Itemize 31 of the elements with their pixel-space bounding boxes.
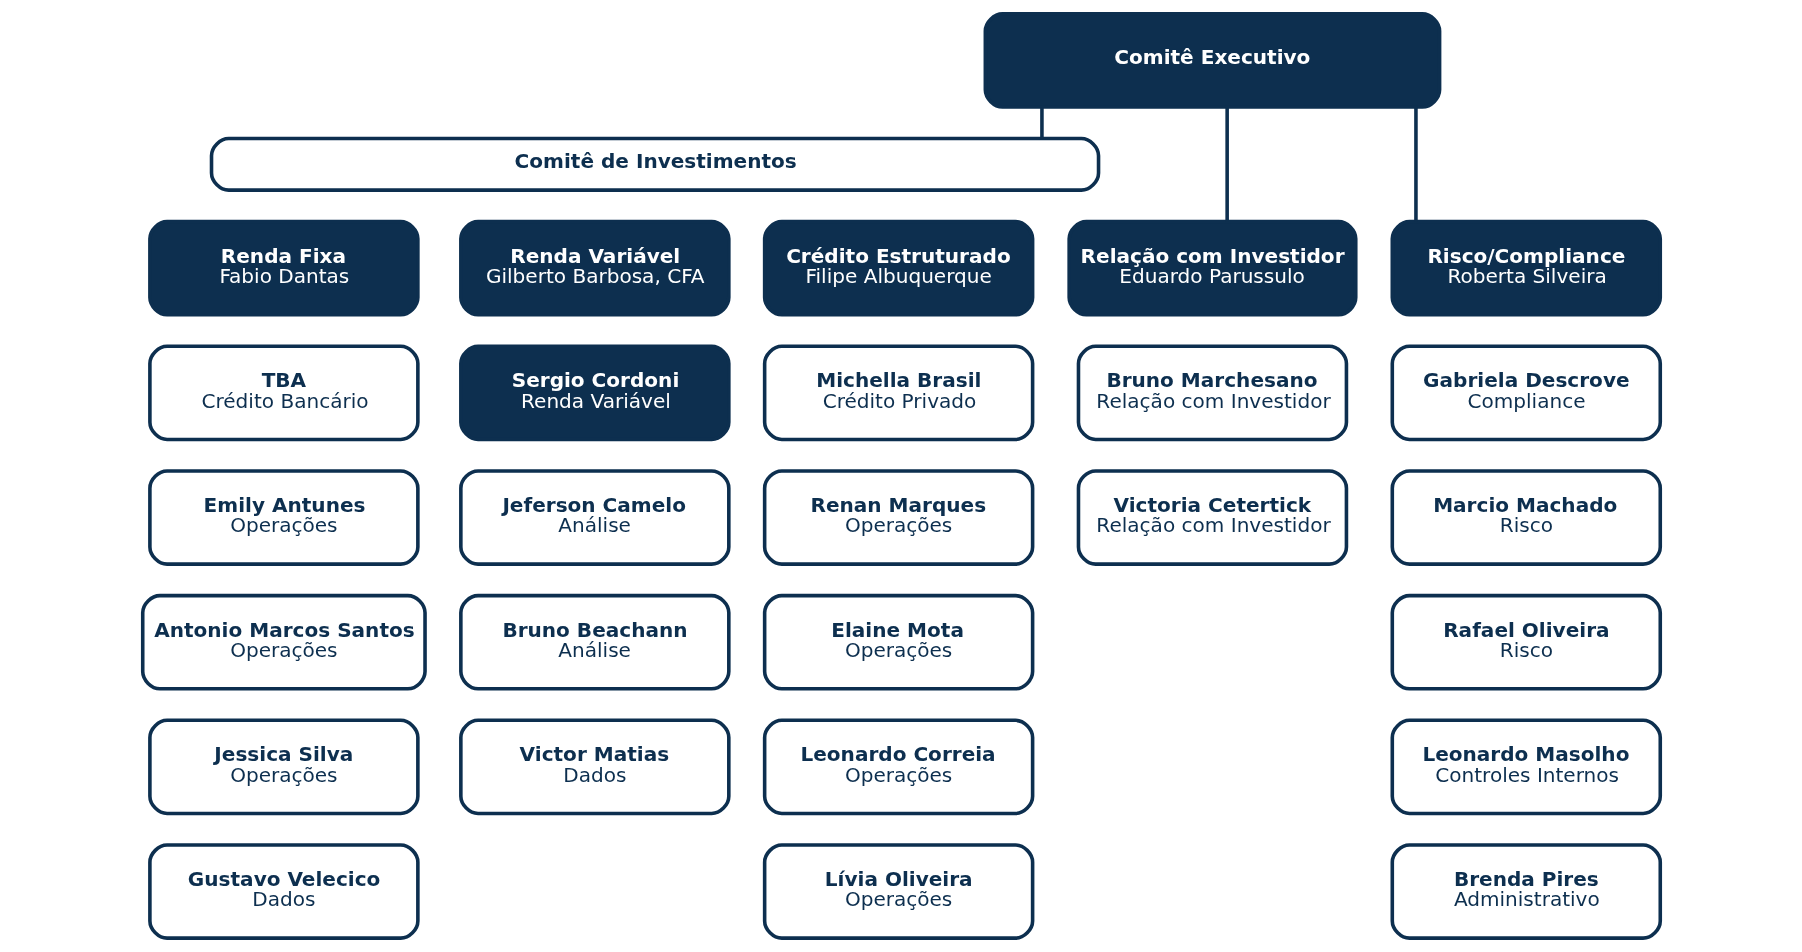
connector: [1413, 107, 1418, 222]
node-box: Risco/Compliance Roberta Silveira: [1390, 219, 1662, 317]
node-box: Renan Marques Operações: [762, 469, 1034, 566]
node-box: Comitê de Investimentos: [209, 136, 1100, 192]
node-box: Rafael Oliveira Risco: [1390, 593, 1662, 691]
node-box: Bruno Marchesano Relação com Investidor: [1076, 344, 1348, 442]
node-box: Sergio Cordoni Renda Variável: [458, 344, 731, 442]
connector: [1224, 107, 1229, 222]
node-box: Elaine Mota Operações: [762, 593, 1034, 691]
node-box: Gustavo Velecico Dados: [147, 843, 420, 940]
node-box: Relação com Investidor Eduardo Parussulo: [1066, 219, 1358, 317]
node-box: Leonardo Masolho Controles Internos: [1390, 718, 1662, 816]
node-box: Renda Fixa Fabio Dantas: [147, 219, 420, 317]
node-box: Bruno Beachann Análise: [458, 593, 731, 691]
node-box: TBA Crédito Bancário: [147, 344, 420, 442]
node-box: Brenda Pires Administrativo: [1390, 843, 1662, 940]
node-box: Antonio Marcos Santos Operações: [140, 593, 427, 691]
node-box: Victor Matias Dados: [458, 718, 731, 816]
node-box: Marcio Machado Risco: [1390, 469, 1662, 566]
node-box: Crédito Estruturado Filipe Albuquerque: [762, 219, 1034, 317]
node-box: Gabriela Descrove Compliance: [1390, 344, 1662, 442]
connector: [1039, 107, 1044, 139]
node-box: Victoria Cetertick Relação com Investidor: [1076, 469, 1348, 566]
node-box: Jeferson Camelo Análise: [458, 469, 731, 566]
node-box: Leonardo Correia Operações: [762, 718, 1034, 816]
node-box: Comitê Executivo: [983, 12, 1441, 109]
node-box: Jessica Silva Operações: [147, 718, 420, 816]
node-box: Michella Brasil Crédito Privado: [762, 344, 1034, 442]
node-box: Emily Antunes Operações: [147, 469, 420, 566]
node-box: Renda Variável Gilberto Barbosa, CFA: [458, 219, 731, 317]
node-box: Lívia Oliveira Operações: [762, 843, 1034, 940]
